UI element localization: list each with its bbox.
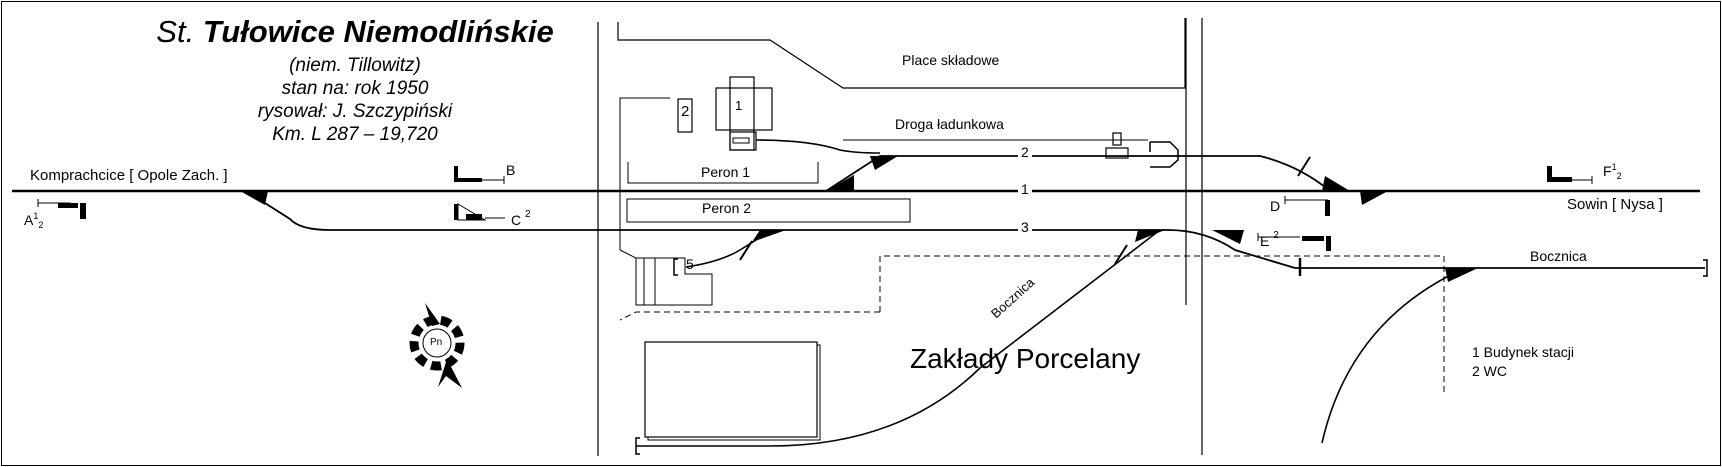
compass-icon [409, 303, 465, 388]
factory-building-shadow [647, 344, 821, 441]
date-line: stan na: rok 1950 [281, 78, 429, 99]
platform1-label: Peron 1 [701, 164, 751, 180]
platform2-outline [626, 198, 911, 223]
switch-track2-east [1322, 176, 1350, 191]
direction-west: Komprachcice [ Opole Zach. ] [30, 167, 228, 184]
signal-c-letter: C [511, 212, 522, 228]
signal-d [1284, 196, 1330, 216]
buffer-stop-east-siding [1703, 259, 1708, 277]
switch-east [1360, 191, 1388, 205]
direction-east: Sowin [ Nysa ] [1567, 196, 1663, 213]
signal-f-letter: F [1603, 163, 1612, 179]
gantry-crane-top [1112, 132, 1122, 146]
track-5 [685, 229, 773, 268]
buffer-stop-loading [1150, 141, 1179, 168]
signal-f [1547, 166, 1593, 184]
signal-e-label: E 2 [1260, 230, 1279, 249]
signal-a-sup: 1 [33, 211, 39, 221]
building-2-label: 2 [681, 103, 690, 120]
track-5-label: 5 [686, 256, 694, 272]
derailer-siding [1114, 244, 1128, 265]
buffer-stop-track-5 [673, 258, 678, 276]
signal-a-sub: 2 [38, 220, 44, 230]
legend-item-2: 2 WC [1472, 363, 1507, 379]
derailer-track5 [739, 240, 753, 261]
siding-curve [636, 229, 1161, 447]
loading-track [755, 139, 881, 154]
title-prefix: St. [156, 14, 195, 49]
title-block: St. Tułowice Niemodlińskie (niem. Tillow… [120, 14, 590, 146]
compass-label: Pn [430, 337, 443, 348]
switch-siding-east [1445, 268, 1478, 282]
signal-c-label: C 2 [511, 209, 531, 228]
loading-road-label: Droga ładunkowa [895, 116, 1004, 132]
factory-building [644, 341, 818, 438]
switch-loading [870, 156, 898, 170]
area-outline-west [619, 97, 670, 250]
wc-building [677, 98, 693, 133]
building-1-label: 1 [735, 98, 743, 113]
signal-c-sup: 2 [525, 209, 531, 220]
siding-east-label: Bocznica [1530, 248, 1587, 264]
signal-e [1257, 233, 1331, 251]
signal-a [37, 199, 86, 219]
factory-boundary-west [619, 311, 880, 321]
storage-area-label: Place składowe [902, 52, 1000, 68]
derailer-track2 [1297, 156, 1311, 177]
gantry-crane [1105, 147, 1129, 159]
switch-siding [1135, 230, 1165, 242]
platform2-label: Peron 2 [702, 200, 752, 216]
signal-e-sup: 2 [1273, 230, 1279, 241]
signal-c [454, 203, 505, 221]
track-1-label: 1 [1018, 181, 1032, 197]
station-building-wing [715, 87, 773, 131]
signal-f-label: F12 [1603, 162, 1622, 181]
signal-d-label: D [1270, 198, 1281, 214]
switch-track5 [752, 230, 786, 242]
factory-label: Zakłady Porcelany [910, 343, 1141, 374]
annex-detail [732, 137, 750, 144]
signal-e-letter: E [1260, 233, 1270, 249]
switch-track3-east [1212, 230, 1244, 244]
title-station-name: Tułowice Niemodlińskie [202, 14, 554, 49]
buffer-stop-siding-curve [635, 437, 640, 455]
page-title: St. Tułowice Niemodlińskie [120, 14, 590, 50]
track-3 [245, 190, 1296, 269]
loading-ramp [619, 249, 713, 306]
track-3-label: 3 [1018, 219, 1032, 235]
station-building-annex [729, 131, 757, 151]
signal-a-label: A12 [24, 211, 43, 230]
signal-b-label: B [506, 162, 516, 178]
signal-a-letter: A [24, 212, 34, 228]
german-name: (niem. Tillowitz) [289, 55, 421, 76]
switch-west [240, 191, 268, 205]
legend-item-1: 1 Budynek stacji [1472, 344, 1574, 360]
signal-f-sub: 2 [1616, 171, 1622, 181]
track-2-label: 2 [1018, 144, 1032, 160]
km-line: Km. L 287 – 19,720 [272, 124, 438, 145]
signal-f-sup: 1 [1611, 162, 1617, 172]
siding-curve-south [1321, 267, 1466, 444]
switch-track2-west [826, 175, 854, 191]
track-2 [825, 155, 1331, 192]
author-line: rysował: J. Szczypiński [257, 101, 453, 122]
signal-b [454, 166, 505, 184]
platform1-outline [627, 162, 819, 184]
storage-area-outline [617, 18, 1186, 89]
